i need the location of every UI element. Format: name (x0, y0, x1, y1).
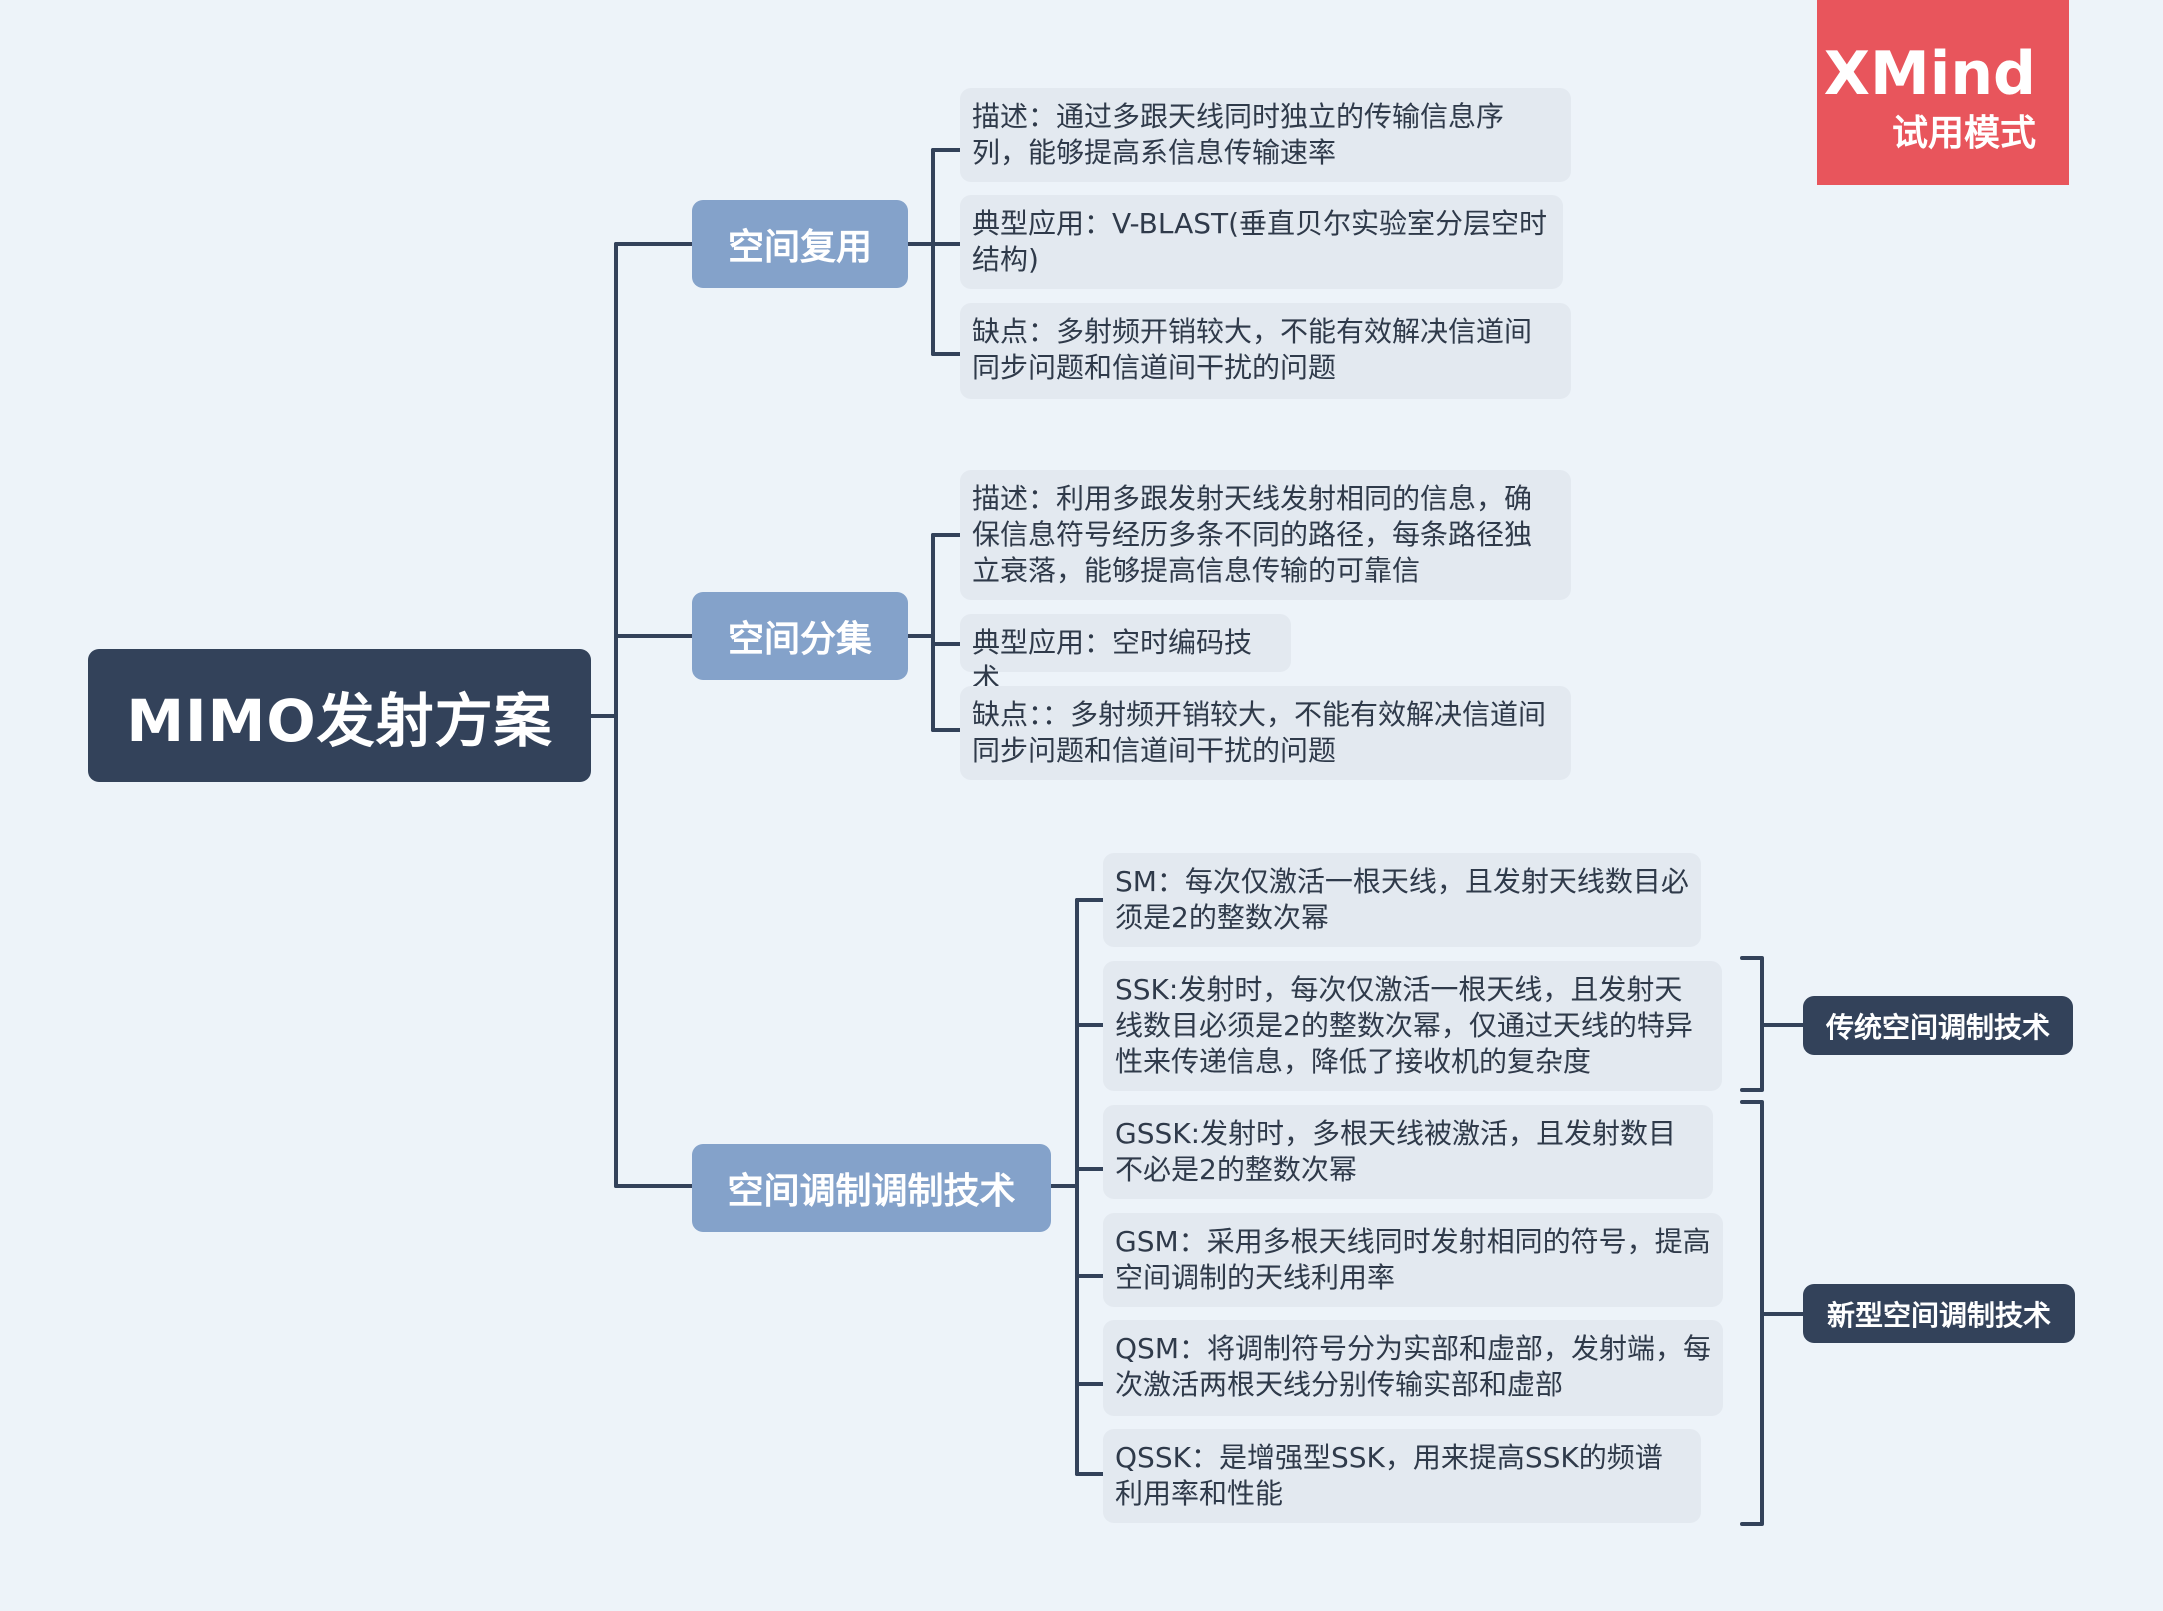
leaf-multiplexing-drawback[interactable]: 缺点：多射频开销较大，不能有效解决信道间同步问题和信道间干扰的问题 (960, 303, 1571, 399)
leaf-ssk[interactable]: SSK:发射时，每次仅激活一根天线，且发射天线数目必须是2的整数次幂，仅通过天线… (1103, 961, 1722, 1091)
leaf-gsm[interactable]: GSM：采用多根天线同时发射相同的符号，提高空间调制的天线利用率 (1103, 1213, 1723, 1307)
leaf-qsm[interactable]: QSM：将调制符号分为实部和虚部，发射端，每次激活两根天线分别传输实部和虚部 (1103, 1320, 1723, 1416)
leaf-gssk[interactable]: GSSK:发射时，多根天线被激活，且发射数目不必是2的整数次幂 (1103, 1105, 1713, 1199)
leaf-diversity-drawback[interactable]: 缺点：：多射频开销较大，不能有效解决信道间同步问题和信道间干扰的问题 (960, 686, 1571, 780)
xmind-trial-watermark: XMind 试用模式 (1817, 0, 2069, 185)
branch-spatial-modulation[interactable]: 空间调制调制技术 (692, 1144, 1051, 1232)
leaf-diversity-description[interactable]: 描述：利用多跟发射天线发射相同的信息，确保信息符号经历多条不同的路径，每条路径独… (960, 470, 1571, 600)
leaf-sm[interactable]: SM：每次仅激活一根天线，且发射天线数目必须是2的整数次幂 (1103, 853, 1701, 947)
watermark-brand: XMind (1823, 39, 2036, 109)
summary-new-spatial-modulation[interactable]: 新型空间调制技术 (1803, 1284, 2075, 1343)
root-topic[interactable]: MIMO发射方案 (88, 649, 591, 782)
branch-spatial-diversity[interactable]: 空间分集 (692, 592, 908, 680)
branch-spatial-multiplexing[interactable]: 空间复用 (692, 200, 908, 288)
leaf-multiplexing-application[interactable]: 典型应用：V-BLAST(垂直贝尔实验室分层空时结构) (960, 195, 1563, 289)
summary-traditional-spatial-modulation[interactable]: 传统空间调制技术 (1803, 996, 2073, 1055)
leaf-qssk[interactable]: QSSK：是增强型SSK，用来提高SSK的频谱利用率和性能 (1103, 1429, 1701, 1523)
watermark-mode: 试用模式 (1891, 113, 2036, 154)
leaf-multiplexing-description[interactable]: 描述：通过多跟天线同时独立的传输信息序列，能够提高系信息传输速率 (960, 88, 1571, 182)
leaf-diversity-application[interactable]: 典型应用：空时编码技术 (960, 614, 1291, 695)
